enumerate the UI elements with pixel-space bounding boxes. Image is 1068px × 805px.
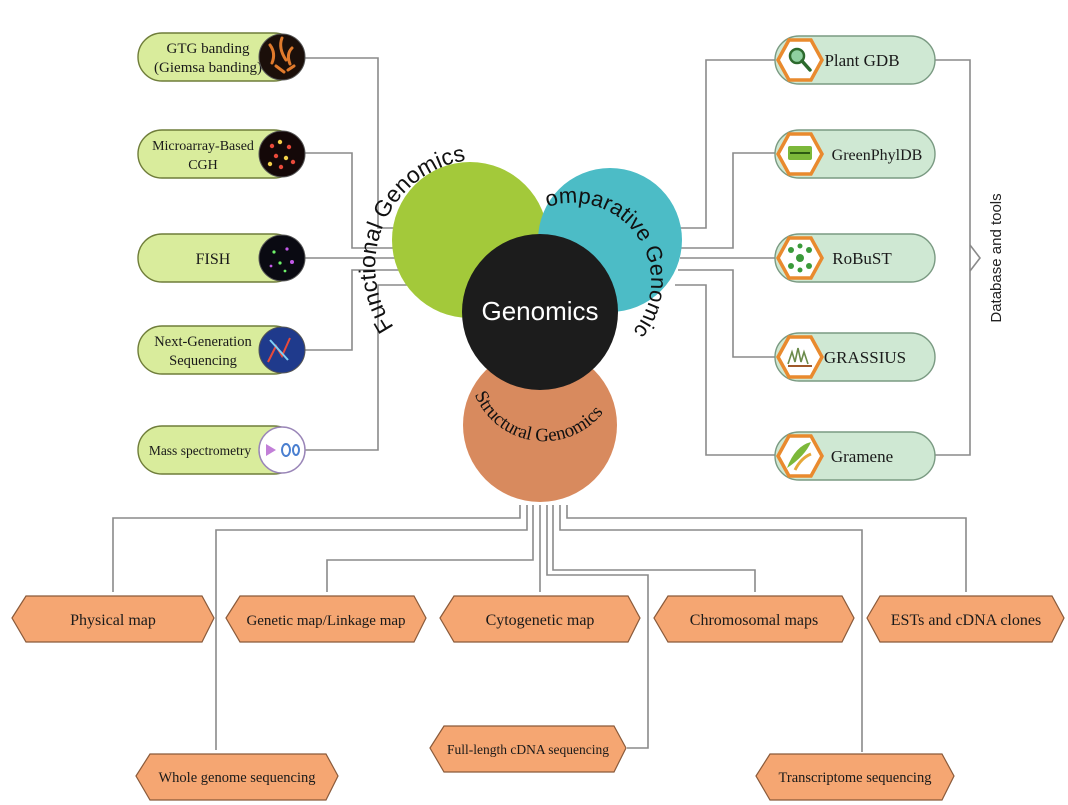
- item-full-length-cdna[interactable]: Full-length cDNA sequencing: [429, 725, 627, 773]
- item-gtg-banding[interactable]: GTG banding (Giemsa banding): [137, 32, 306, 82]
- connector-transcriptome: [559, 505, 863, 752]
- connector-fulllength: [546, 505, 649, 749]
- item-transcriptome-sequencing[interactable]: Transcriptome sequencing: [755, 753, 955, 801]
- transcriptome-label: Transcriptome sequencing: [779, 770, 932, 786]
- magnifier-icon: [788, 47, 812, 72]
- gtg-label-line1: GTG banding: [167, 41, 250, 57]
- gtg-label-line2: (Giemsa banding): [154, 60, 262, 76]
- greenphyl-logo-icon: [788, 146, 812, 160]
- connector-ngs: [300, 269, 415, 351]
- connector-ests: [566, 505, 967, 592]
- item-robust[interactable]: RoBuST: [774, 233, 936, 283]
- genetic-map-label: Genetic map/Linkage map: [246, 613, 405, 629]
- item-chromosomal-maps[interactable]: Chromosomal maps: [653, 595, 855, 643]
- connector-grassius: [678, 269, 775, 358]
- physical-map-label: Physical map: [70, 612, 156, 629]
- connector-physical: [112, 505, 521, 592]
- item-microarray-cgh[interactable]: Microarray-Based CGH: [137, 129, 306, 179]
- massspec-label: Mass spectrometry: [149, 443, 252, 458]
- network-icon: [788, 243, 812, 273]
- grassius-label: GRASSIUS: [824, 348, 906, 367]
- chromosomal-maps-label: Chromosomal maps: [690, 612, 818, 629]
- structural-items: Physical map Genetic map/Linkage map Cyt…: [11, 595, 1065, 801]
- item-gramene[interactable]: Gramene: [774, 431, 936, 481]
- fluorescence-icon: [258, 234, 306, 282]
- genomics-venn: Functional Genomics Comparative Genomics…: [0, 0, 682, 502]
- wgs-label: Whole genome sequencing: [158, 770, 315, 786]
- genomics-title: Genomics: [481, 296, 598, 326]
- connector-plantgdb: [675, 59, 775, 229]
- connectors: [112, 57, 982, 752]
- grassius-logo-icon: [787, 347, 812, 367]
- microarray-icon: [258, 130, 306, 178]
- item-whole-genome-sequencing[interactable]: Whole genome sequencing: [135, 753, 339, 801]
- microarray-label-line1: Microarray-Based: [152, 139, 254, 154]
- item-greenphyldb[interactable]: GreenPhylDB: [774, 129, 936, 179]
- database-group-label: Database and tools: [988, 193, 1005, 322]
- connector-massspec: [300, 284, 420, 451]
- connector-db-bracket-tick: [969, 244, 982, 272]
- ests-cdna-label: ESTs and cDNA clones: [891, 612, 1041, 629]
- item-grassius[interactable]: GRASSIUS: [774, 332, 936, 382]
- item-physical-map[interactable]: Physical map: [11, 595, 215, 643]
- greenphyldb-label: GreenPhylDB: [832, 147, 923, 164]
- item-next-generation-sequencing[interactable]: Next-Generation Sequencing: [137, 325, 306, 375]
- structural-genomics-lobe[interactable]: [463, 348, 617, 502]
- robust-label: RoBuST: [832, 249, 892, 268]
- cytogenetic-map-label: Cytogenetic map: [486, 612, 595, 629]
- connector-db-bracket: [935, 59, 971, 456]
- ngs-label-line2: Sequencing: [169, 353, 237, 369]
- connector-genetic: [326, 505, 534, 592]
- gramene-label: Gramene: [831, 447, 893, 466]
- sequencer-icon: [258, 326, 306, 374]
- fish-label: FISH: [196, 251, 231, 268]
- plant-gdb-label: Plant GDB: [824, 51, 899, 70]
- chromosome-icon: [258, 33, 306, 81]
- item-fish[interactable]: FISH: [137, 233, 306, 283]
- item-plant-gdb[interactable]: Plant GDB: [774, 35, 936, 85]
- connector-wgs: [215, 505, 528, 750]
- item-cytogenetic-map[interactable]: Cytogenetic map: [439, 595, 641, 643]
- item-mass-spectrometry[interactable]: Mass spectrometry: [137, 425, 306, 475]
- full-length-cdna-label: Full-length cDNA sequencing: [447, 742, 609, 757]
- mass-spec-icon: [258, 426, 306, 474]
- genomics-core[interactable]: [462, 234, 618, 390]
- functional-items: GTG banding (Giemsa banding) Microarray-…: [137, 32, 306, 475]
- connector-greenphyl: [678, 152, 775, 249]
- gramene-logo-icon: [787, 442, 812, 471]
- connector-chromosomal: [552, 505, 756, 592]
- item-ests-cdna-clones[interactable]: ESTs and cDNA clones: [866, 595, 1065, 643]
- database-items: Plant GDB GreenPhylDB RoBuST: [774, 35, 1005, 481]
- connector-gramene: [675, 284, 775, 456]
- connector-microarray: [300, 152, 410, 249]
- ngs-label-line1: Next-Generation: [154, 334, 252, 350]
- item-genetic-map[interactable]: Genetic map/Linkage map: [225, 595, 427, 643]
- microarray-label-line2: CGH: [188, 158, 218, 173]
